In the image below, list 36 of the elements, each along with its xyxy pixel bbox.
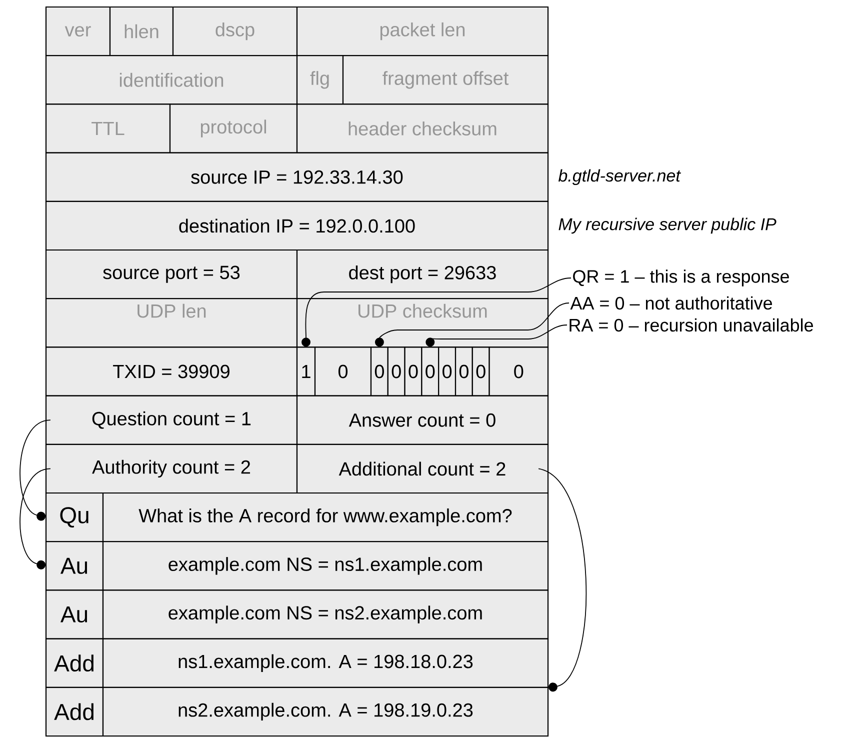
record-type-cell: Au xyxy=(45,590,104,640)
field-cell: source port = 53 xyxy=(45,249,298,300)
flag-bit-cell: 0 xyxy=(404,346,422,396)
flag-bit-cell: 0 xyxy=(370,346,388,396)
leader-line xyxy=(20,468,51,570)
field-cell: UDP len xyxy=(45,298,298,348)
field-cell: flg xyxy=(296,55,344,105)
side-note: b.gtld-server.net xyxy=(558,169,681,186)
leader-line xyxy=(20,420,51,521)
field-cell: dscp xyxy=(172,6,298,56)
side-note: My recursive server public IP xyxy=(558,218,776,234)
field-cell: Additional count = 2 xyxy=(296,444,549,494)
field-cell: Question count = 1 xyxy=(45,395,298,445)
flag-bit-cell: 0 xyxy=(472,346,490,396)
flag-bit-cell: 0 xyxy=(438,346,456,396)
record-type-cell: Add xyxy=(45,638,104,688)
field-cell: dest port = 29633 xyxy=(296,249,549,300)
leader-line xyxy=(538,468,586,692)
flag-bit-cell: 0 xyxy=(454,346,473,396)
flag-note: QR = 1 – this is a response xyxy=(573,270,789,286)
flag-note: AA = 0 – not authoritative xyxy=(570,296,772,310)
field-cell: ver xyxy=(45,6,111,56)
record-type-cell: Qu xyxy=(45,492,104,542)
flag-bit-cell: 0 xyxy=(387,346,406,396)
record-type-cell: Au xyxy=(45,541,104,591)
leader-line xyxy=(374,302,570,347)
field-cell: destination IP = 192.0.0.100 xyxy=(45,200,549,251)
record-type-cell: Add xyxy=(45,686,104,737)
field-cell: hlen xyxy=(109,6,174,56)
leader-line xyxy=(302,278,572,347)
flag-note: RA = 0 – recursion unavailable xyxy=(570,318,813,332)
leader-line xyxy=(426,324,568,347)
flag-bit-cell: 1 xyxy=(296,346,316,396)
field-cell: protocol xyxy=(169,104,298,154)
field-cell: TTL xyxy=(45,104,171,154)
flag-bit-cell: 0 xyxy=(421,346,440,396)
